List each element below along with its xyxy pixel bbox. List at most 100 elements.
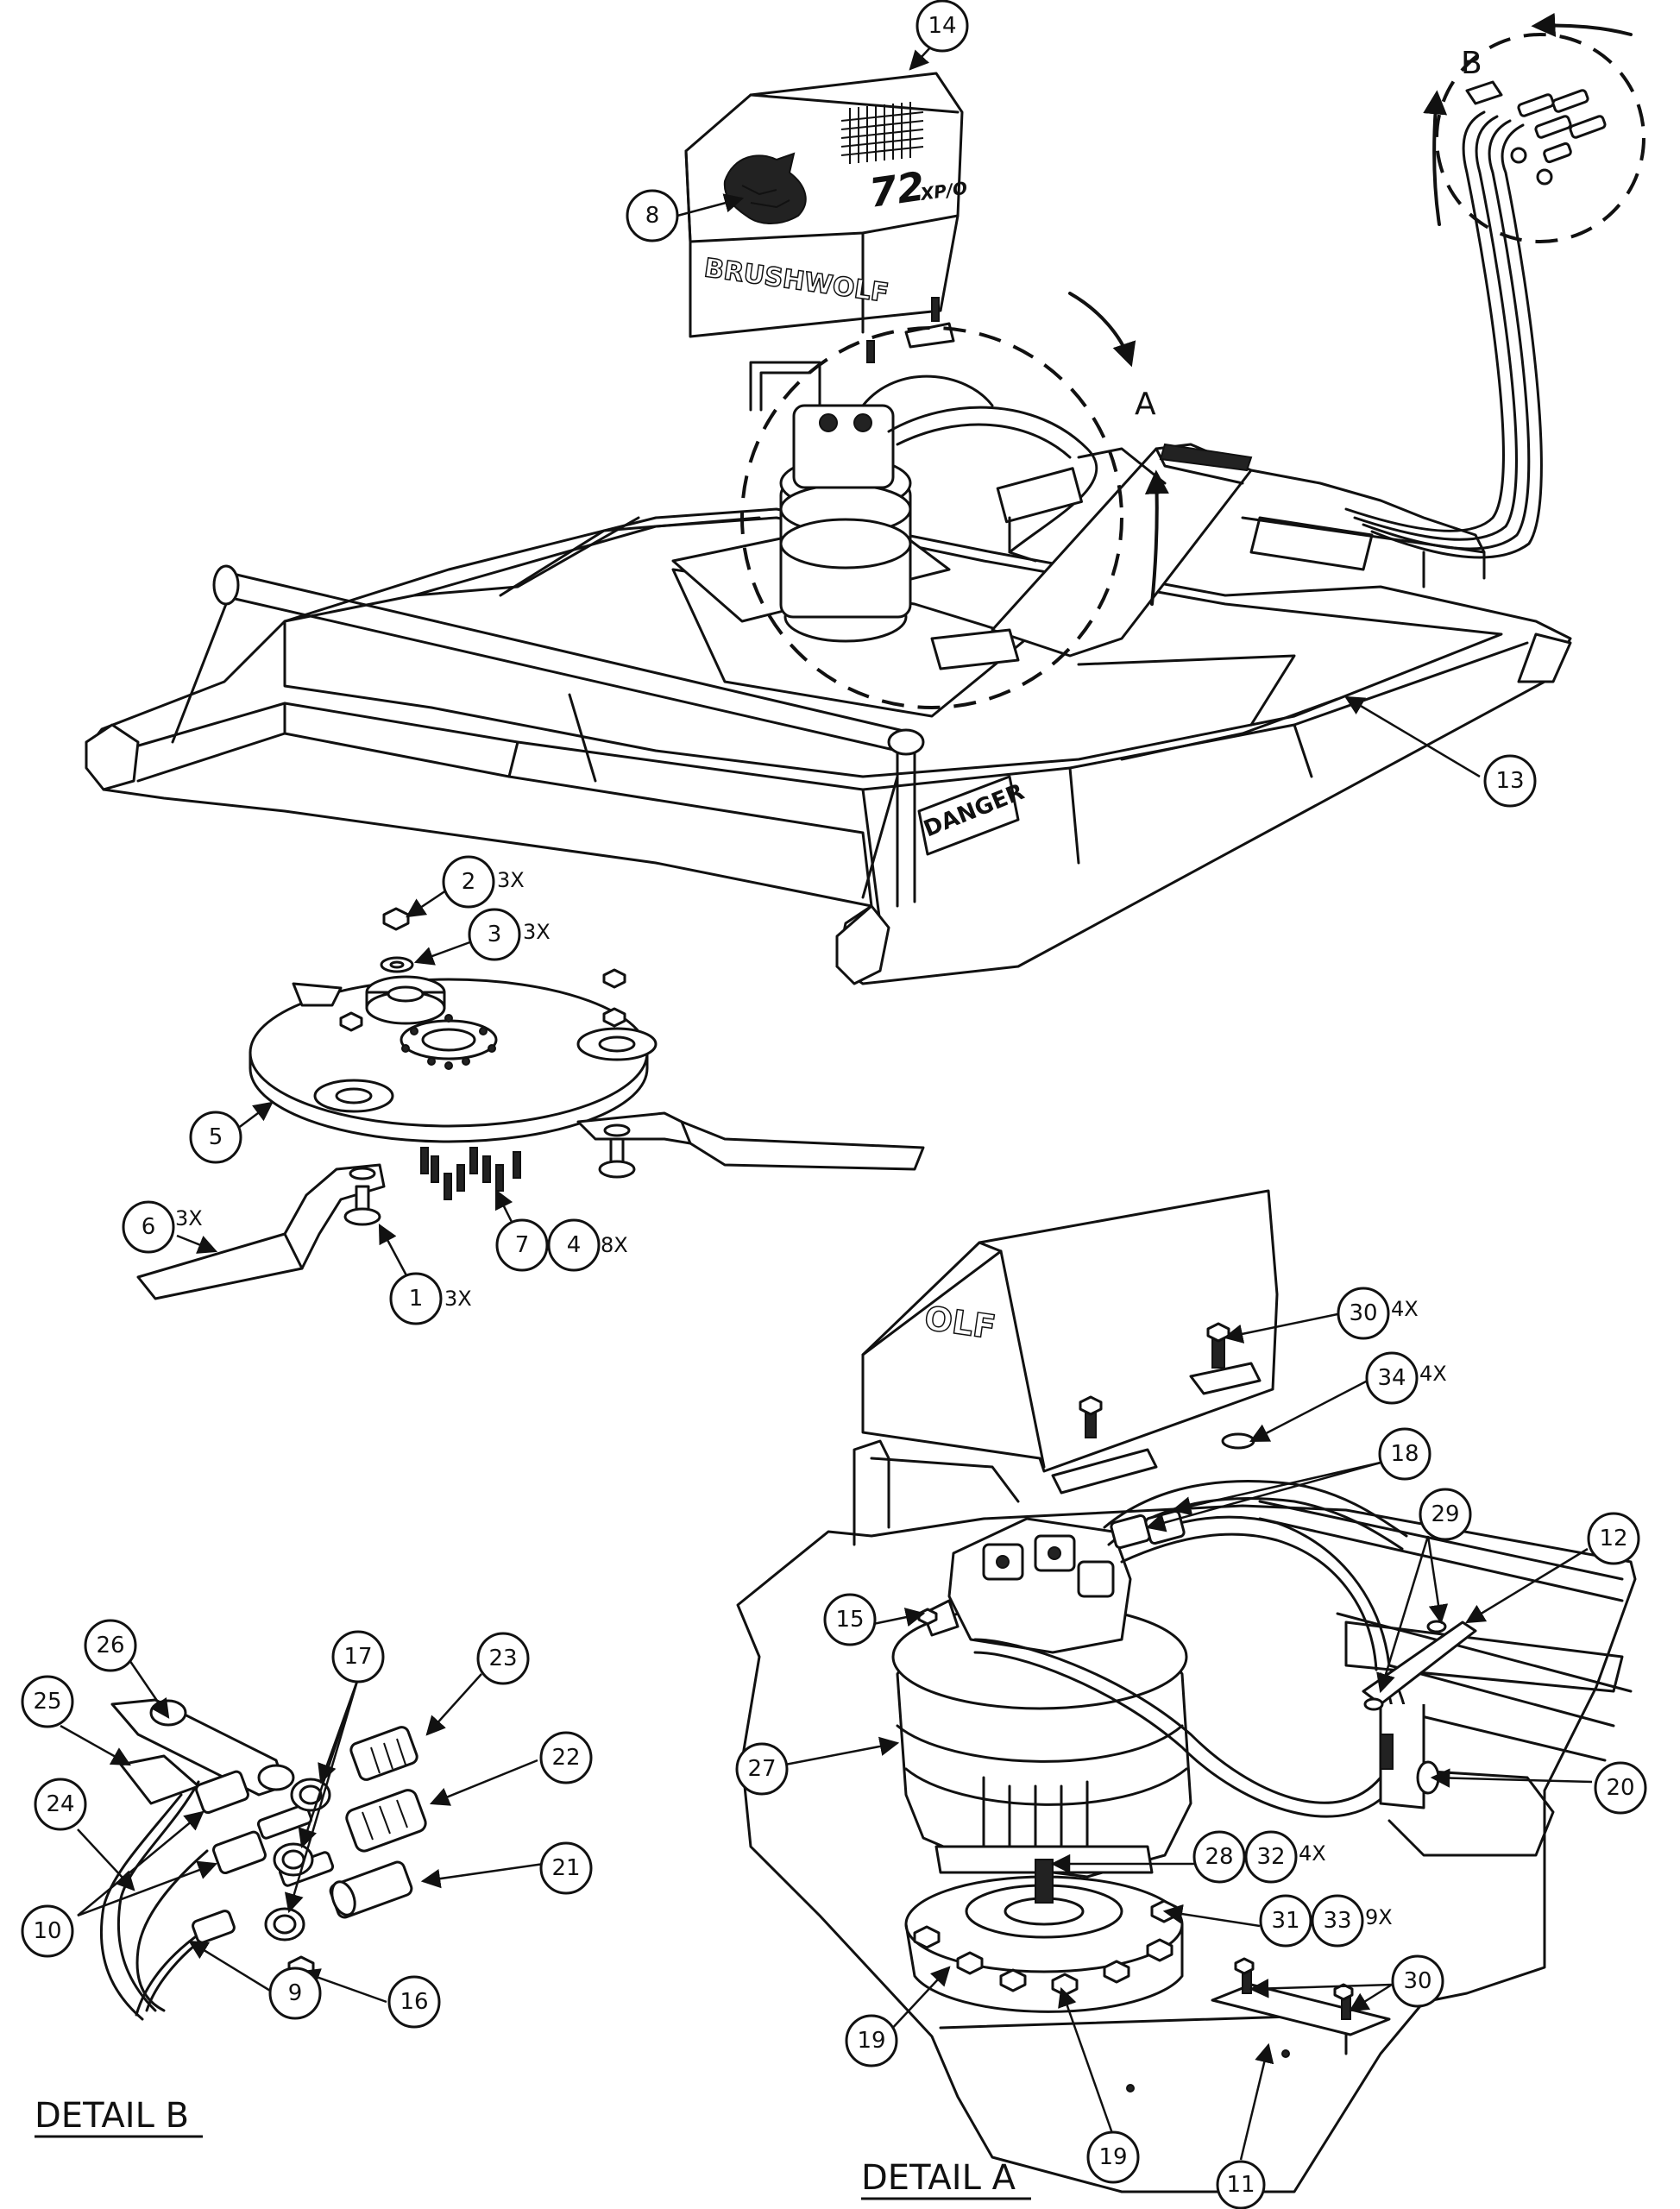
leader-lines — [60, 34, 1593, 2161]
callout-23: 23 — [476, 1632, 530, 1685]
svg-text:20: 20 — [1606, 1775, 1634, 1801]
callout-12: 12 — [1587, 1512, 1640, 1565]
callout-19-bottom: 19 — [1086, 2130, 1140, 2184]
svg-text:21: 21 — [551, 1855, 580, 1881]
callout-25: 25 — [21, 1675, 74, 1728]
svg-text:31: 31 — [1271, 1908, 1299, 1934]
blade-left — [136, 1163, 386, 1300]
callout-28: 28 — [1192, 1830, 1246, 1884]
callout-6: 6 — [122, 1200, 175, 1254]
callout-14: 14 — [916, 0, 969, 53]
svg-text:23: 23 — [488, 1646, 517, 1671]
svg-text:26: 26 — [96, 1633, 124, 1658]
rotation-arrow-a — [1068, 292, 1136, 368]
callout-1: 1 — [389, 1272, 443, 1325]
callout-9: 9 — [268, 1967, 322, 2020]
svg-text:25: 25 — [33, 1689, 61, 1715]
callout-20: 20 — [1594, 1761, 1647, 1815]
svg-text:8: 8 — [645, 203, 660, 229]
callout-16: 16 — [387, 1975, 441, 2029]
mounting-tab-lower — [119, 1754, 200, 1805]
quantity-labels: 3X 3X 3X 8X 3X 4X 4X 4X 9X — [175, 868, 1447, 1929]
detail-b-preview-fittings — [1465, 80, 1607, 186]
svg-text:29: 29 — [1431, 1501, 1459, 1527]
svg-text:19: 19 — [857, 2028, 885, 2054]
mower-deck-assembly: DANGER — [85, 110, 1572, 985]
callout-10: 10 — [21, 1904, 74, 1958]
callout-7: 7 — [495, 1218, 549, 1272]
callout-30-lower: 30 — [1391, 1954, 1444, 2008]
svg-text:34: 34 — [1377, 1365, 1406, 1391]
motor-shroud: BRUSHWOLF 72 XP/O — [684, 72, 969, 363]
view-label-a: A — [1135, 387, 1156, 422]
svg-text:17: 17 — [343, 1644, 372, 1670]
callout-17: 17 — [331, 1630, 385, 1683]
callout-21: 21 — [539, 1841, 593, 1895]
qty-32: 4X — [1299, 1841, 1326, 1866]
callout-2: 2 — [442, 855, 495, 909]
callout-18: 18 — [1378, 1427, 1431, 1481]
blade-right — [576, 1111, 925, 1171]
svg-text:32: 32 — [1256, 1844, 1285, 1870]
callout-13: 13 — [1483, 754, 1537, 808]
deck-motor-assembly — [671, 361, 1167, 670]
skid-shoe-right — [835, 904, 890, 985]
svg-text:15: 15 — [835, 1607, 864, 1633]
qty-34: 4X — [1419, 1362, 1447, 1386]
svg-text:11: 11 — [1226, 2172, 1255, 2198]
svg-text:33: 33 — [1323, 1908, 1351, 1934]
svg-text:27: 27 — [747, 1756, 776, 1782]
qty-6: 3X — [175, 1206, 203, 1230]
detail-a-view: OLF — [736, 1189, 1637, 2193]
callout-3: 3 — [468, 908, 521, 961]
callout-27: 27 — [735, 1742, 789, 1796]
detail-titles: DETAIL B DETAIL A — [35, 2096, 1031, 2200]
callout-31: 31 — [1259, 1894, 1312, 1948]
skid-shoe-left — [85, 723, 140, 791]
svg-text:30: 30 — [1349, 1300, 1377, 1326]
detail-b-view — [99, 1698, 427, 2021]
callout-5: 5 — [189, 1111, 242, 1164]
hose-bundle — [1344, 110, 1505, 532]
model-decal-text: 72 — [866, 163, 928, 217]
danger-decal — [917, 775, 1020, 856]
svg-text:24: 24 — [46, 1791, 74, 1817]
svg-text:13: 13 — [1495, 768, 1524, 794]
callout-4: 4 — [547, 1218, 601, 1272]
qty-33: 9X — [1365, 1905, 1393, 1929]
svg-text:10: 10 — [33, 1918, 61, 1944]
qty-2: 3X — [497, 868, 525, 892]
disc-bolts — [420, 1147, 521, 1200]
blade-carrier-exploded — [136, 907, 925, 1300]
svg-text:18: 18 — [1390, 1441, 1419, 1467]
qty-3: 3X — [523, 920, 551, 944]
svg-text:6: 6 — [142, 1214, 156, 1240]
callout-26: 26 — [84, 1619, 137, 1672]
svg-text:3: 3 — [488, 922, 502, 947]
svg-text:19: 19 — [1098, 2144, 1127, 2170]
detail-a-indicator — [740, 326, 1123, 709]
rotation-arrow-b2 — [1423, 90, 1448, 226]
callout-bubbles: 14 8 13 2 3 5 6 7 4 1 30 34 18 29 12 15 … — [21, 0, 1647, 2209]
callout-24: 24 — [34, 1778, 87, 1831]
shroud-vents — [840, 102, 924, 164]
callout-34: 34 — [1365, 1351, 1419, 1405]
exploded-nut — [382, 907, 410, 931]
callout-30-upper: 30 — [1337, 1287, 1390, 1340]
detail-b-title: DETAIL B — [35, 2096, 189, 2136]
callout-22: 22 — [539, 1731, 593, 1784]
svg-text:22: 22 — [551, 1745, 580, 1771]
svg-text:30: 30 — [1403, 1968, 1431, 1994]
flange-bolts — [913, 1899, 1178, 1997]
callout-15: 15 — [823, 1593, 877, 1646]
svg-text:4: 4 — [567, 1232, 582, 1258]
qty-1: 3X — [444, 1287, 472, 1311]
qty-30: 4X — [1391, 1297, 1419, 1321]
quick-couplers — [329, 1726, 427, 1919]
a-frame-grip — [1159, 443, 1253, 472]
view-label-b: B — [1461, 46, 1482, 81]
disc-bolt-holes — [401, 1014, 496, 1070]
callout-8: 8 — [626, 189, 679, 242]
rotation-arrow-b — [1531, 12, 1633, 37]
